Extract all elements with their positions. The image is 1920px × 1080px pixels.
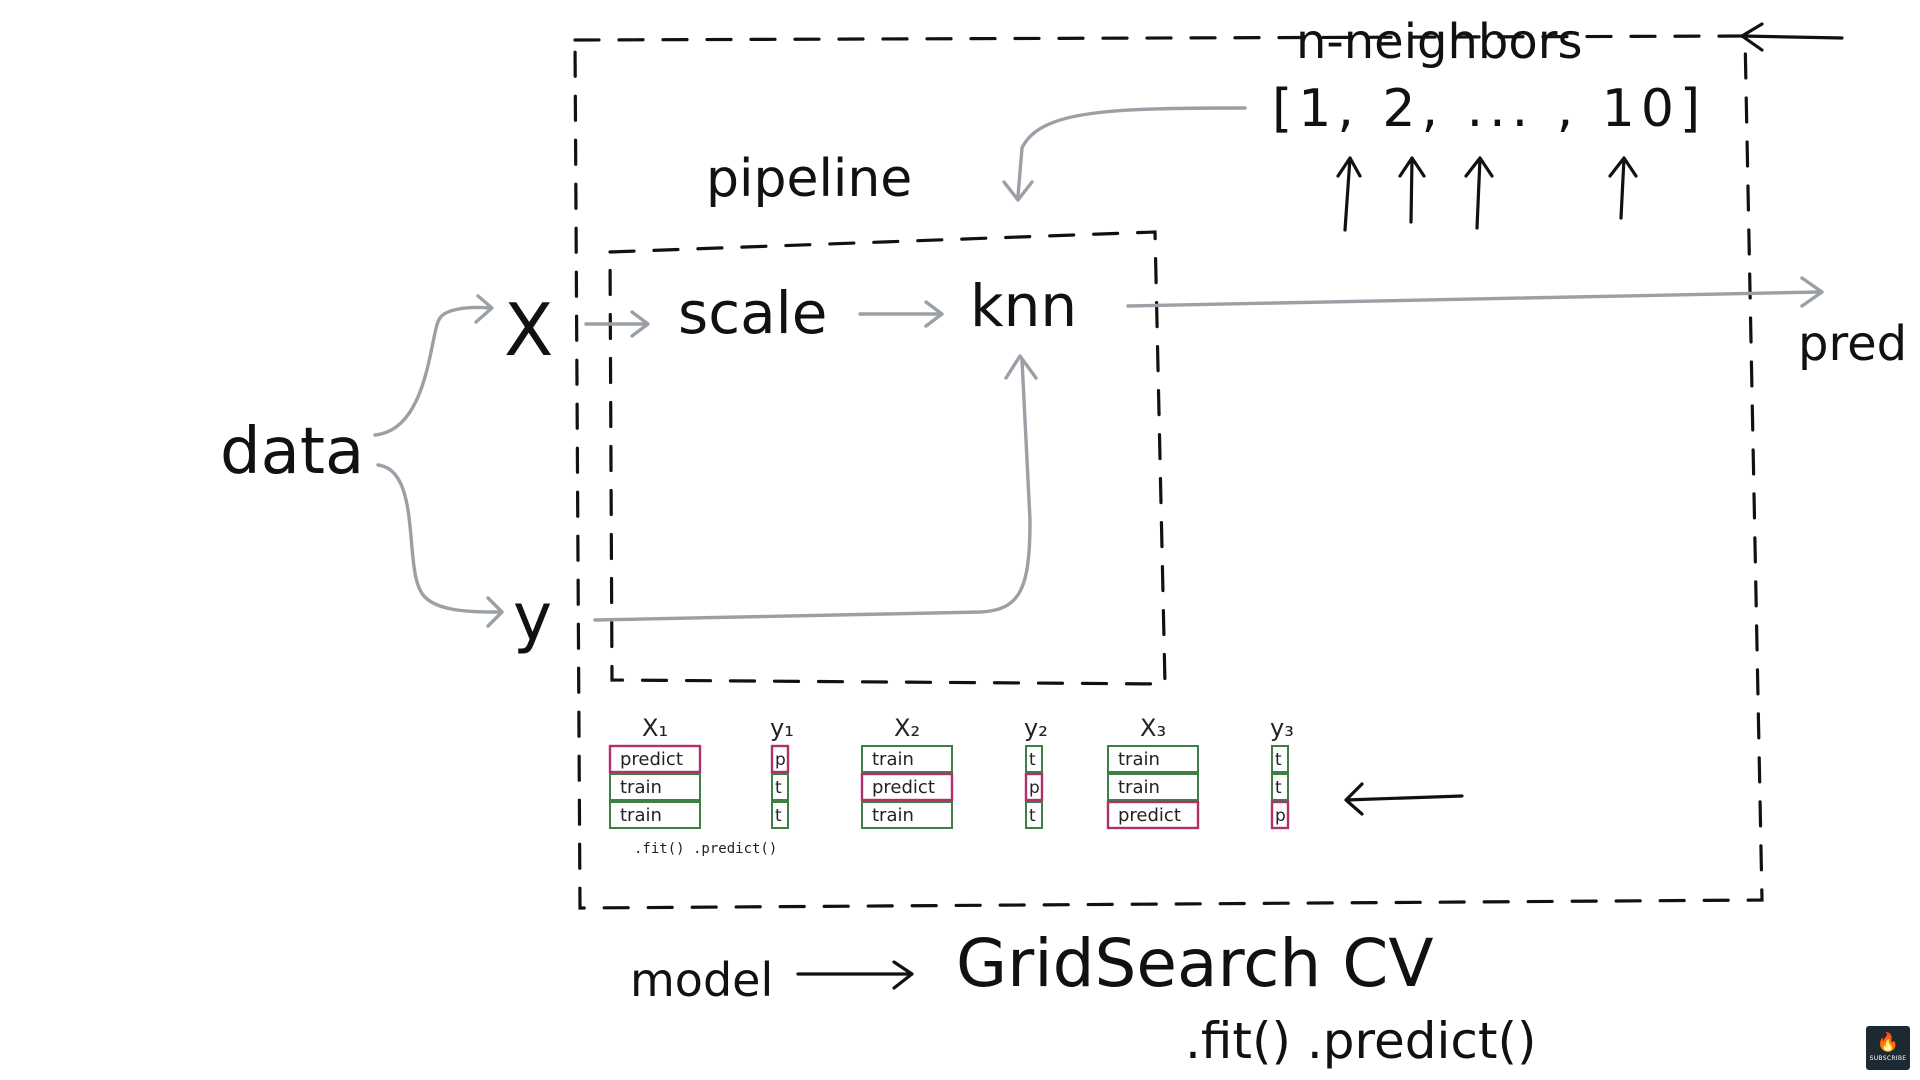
- X-label: X: [504, 288, 553, 372]
- fold-y-cell: [771, 801, 789, 829]
- data-to-y-arrow: [376, 463, 502, 614]
- fold-fit-predict-label: .fit() .predict(): [634, 841, 777, 857]
- fold-y-cell: [1024, 772, 1044, 802]
- model-label: model: [630, 953, 773, 1007]
- data-to-X-arrow: [373, 305, 492, 437]
- fold-row-box: [1107, 745, 1199, 773]
- fold-row-box: [1107, 773, 1199, 801]
- data-to-X-arrowhead: [474, 294, 494, 324]
- fold-y-cell-label: t: [775, 806, 782, 826]
- fold-row-label: train: [872, 749, 914, 770]
- fold-x-label: X₁: [642, 714, 668, 742]
- fold-row-box: [861, 745, 953, 773]
- pipeline-boundary: [608, 230, 1167, 686]
- fold-y-cell-label: p: [1029, 778, 1040, 798]
- fold-row-label: train: [1118, 777, 1160, 798]
- scale-label: scale: [678, 279, 827, 347]
- y-to-knn-arrow: [593, 358, 1032, 622]
- subscribe-label: SUBSCRIBE: [1869, 1055, 1907, 1062]
- flame-logo-icon: 🔥: [1876, 1032, 1900, 1053]
- fold-row-label: train: [620, 777, 662, 798]
- scale-to-knn-arrowhead: [924, 300, 944, 328]
- fold-row-label: predict: [620, 749, 683, 770]
- fold-y-cell-label: t: [775, 778, 782, 798]
- incoming-left-arrow: [1740, 22, 1844, 52]
- fold-y-label: y₁: [770, 714, 794, 742]
- model-to-gridsearch-arrow: [796, 960, 914, 990]
- fold-y-cell: [1270, 800, 1290, 830]
- data-label: data: [220, 415, 364, 489]
- data-to-y-arrowhead: [486, 596, 504, 628]
- param-up-arrow-4: [1608, 156, 1638, 220]
- knn-to-pred-arrowhead: [1800, 276, 1824, 308]
- fold-row-label: train: [1118, 749, 1160, 770]
- fold-y-label: y₃: [1270, 714, 1294, 742]
- pred-label: pred: [1798, 316, 1907, 372]
- gridsearch-label: GridSearch CV: [956, 925, 1433, 1002]
- fold-row-label: predict: [1118, 805, 1181, 826]
- gridsearch-boundary: [573, 34, 1764, 910]
- fold-row-box: [861, 801, 953, 829]
- param-up-arrow-2: [1398, 156, 1426, 224]
- y-to-knn-arrowhead: [1004, 354, 1038, 380]
- fold-row-label: predict: [872, 777, 935, 798]
- param-up-arrow-1: [1336, 156, 1362, 232]
- fold-row-box: [608, 744, 702, 774]
- fold-row-label: train: [620, 805, 662, 826]
- y-label: y: [513, 579, 552, 656]
- knn-to-pred-arrow: [1126, 290, 1822, 308]
- fold-row-box: [860, 772, 954, 802]
- cv-folds: X₁predicttraintrainy₁pttX₂trainpredicttr…: [608, 714, 1294, 830]
- fold-y-cell: [771, 773, 789, 801]
- fold-y-cell: [1025, 801, 1043, 829]
- fold-row-box: [609, 773, 701, 801]
- fold-y-label: y₂: [1024, 714, 1048, 742]
- params-to-knn-arrowhead: [1002, 180, 1034, 202]
- fold-y-cell-label: p: [775, 750, 786, 770]
- subscribe-button[interactable]: 🔥 SUBSCRIBE: [1866, 1026, 1910, 1070]
- fold-x-label: X₂: [894, 714, 920, 742]
- fold-row-box: [1106, 800, 1200, 830]
- fold-row-box: [609, 801, 701, 829]
- X-to-scale-arrowhead: [630, 310, 650, 338]
- fold-y-cell: [1025, 745, 1043, 773]
- knn-label: knn: [970, 272, 1077, 340]
- folds-left-arrow: [1344, 782, 1464, 816]
- fold-y-cell-label: p: [1275, 806, 1286, 826]
- fold-y-cell-label: t: [1275, 778, 1282, 798]
- fit-predict-label: .fit() .predict(): [1185, 1012, 1537, 1070]
- param-list: [1, 2, ... , 10]: [1272, 79, 1706, 139]
- fold-x-label: X₃: [1140, 714, 1166, 742]
- fold-y-cell: [1271, 773, 1289, 801]
- pipeline-label: pipeline: [706, 149, 912, 209]
- fold-y-cell-label: t: [1029, 750, 1036, 770]
- fold-y-cell-label: t: [1029, 806, 1036, 826]
- param-up-arrow-3: [1464, 156, 1494, 230]
- params-to-knn-arrow: [1016, 106, 1247, 198]
- fold-row-label: train: [872, 805, 914, 826]
- fold-y-cell: [770, 744, 790, 774]
- fold-y-cell-label: t: [1275, 750, 1282, 770]
- fold-y-cell: [1271, 745, 1289, 773]
- n-neighbors-label: n-neighbors: [1296, 14, 1583, 70]
